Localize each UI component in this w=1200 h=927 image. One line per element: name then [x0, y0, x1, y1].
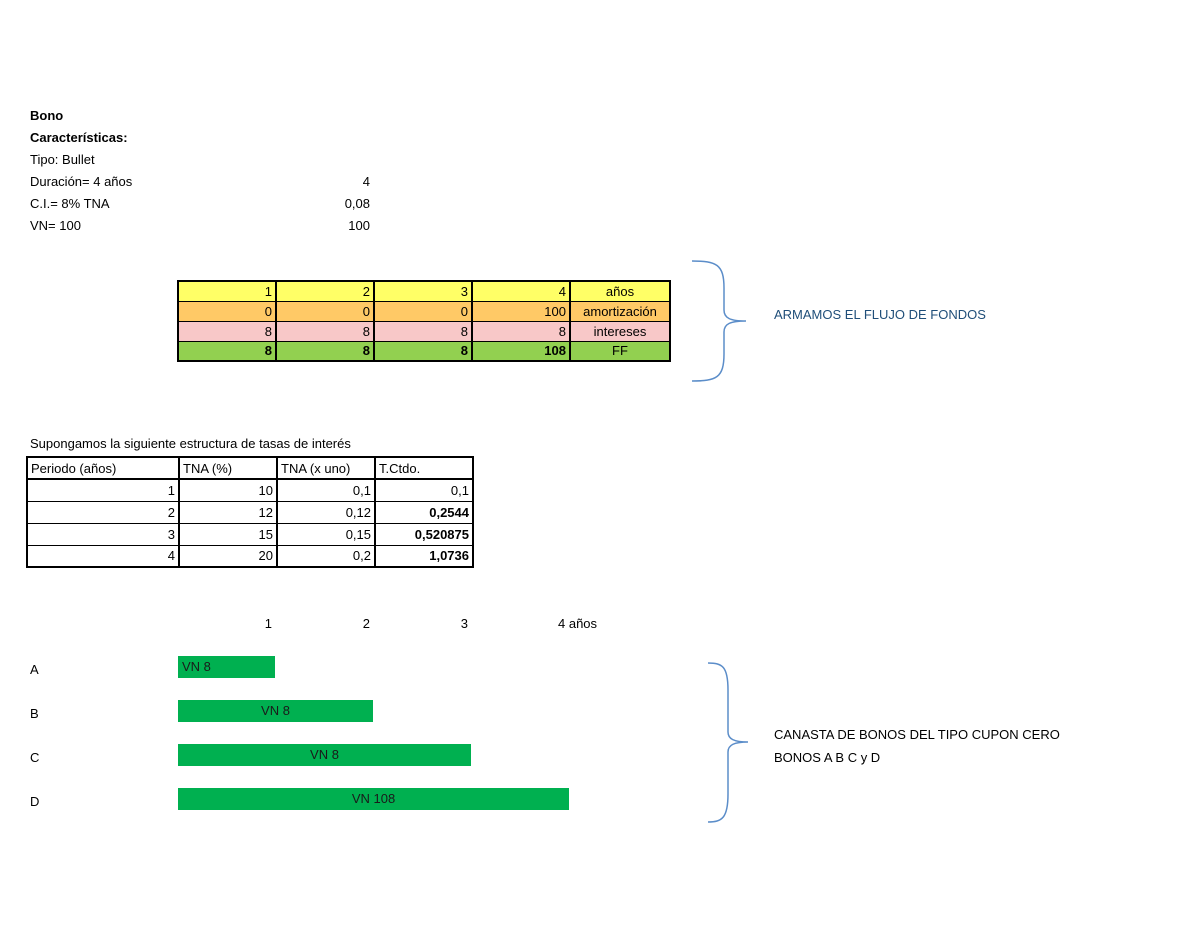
flujo-note: ARMAMOS EL FLUJO DE FONDOS: [774, 307, 986, 322]
vn-label: VN= 100: [30, 218, 81, 233]
axis-label-2: 2: [362, 616, 370, 631]
table-row: 2 12 0,12 0,2544: [26, 500, 474, 524]
table-row: 4 20 0,2 1,0736: [26, 544, 474, 568]
ci-label: C.I.= 8% TNA: [30, 196, 110, 211]
tasas-cell: 3: [26, 522, 180, 546]
table-row: 1 10 0,1 0,1: [26, 478, 474, 502]
bond-bar-a: VN 8: [178, 656, 275, 678]
tasas-cell: 20: [178, 544, 278, 568]
flujo-cell: 8: [373, 320, 473, 342]
tipo-label: Tipo: Bullet: [30, 152, 95, 167]
flujo-cell: 0: [177, 300, 277, 322]
tasas-cell: 0,1: [276, 478, 376, 502]
flujo-table: 1 2 3 4 años 0 0 0 100 amortización 8 8 …: [177, 280, 671, 362]
flujo-cell: 8: [177, 320, 277, 342]
canasta-note-line2: BONOS A B C y D: [774, 750, 881, 765]
bond-name-a: A: [30, 662, 39, 677]
flujo-cell: 0: [373, 300, 473, 322]
duracion-label: Duración= 4 años: [30, 174, 133, 189]
table-row: 3 15 0,15 0,520875: [26, 522, 474, 546]
flujo-row-label: FF: [569, 340, 671, 362]
flujo-cell: 8: [471, 320, 571, 342]
tasas-title: Supongamos la siguiente estructura de ta…: [30, 436, 351, 451]
axis-label-1: 1: [264, 616, 272, 631]
flujo-row-anos: 1 2 3 4 años: [177, 280, 671, 302]
axis-label-3: 3: [460, 616, 468, 631]
tasas-cell: 2: [26, 500, 180, 524]
bond-bar-b: VN 8: [178, 700, 373, 722]
bond-name-b: B: [30, 706, 39, 721]
flujo-cell: 0: [275, 300, 375, 322]
flujo-row-label: intereses: [569, 320, 671, 342]
bond-bar-c: VN 8: [178, 744, 471, 766]
bond-name-d: D: [30, 794, 40, 809]
tasas-header-row: Periodo (años) TNA (%) TNA (x uno) T.Ctd…: [26, 456, 474, 480]
duracion-value: 4: [362, 174, 370, 189]
tasas-cell: 0,2544: [374, 500, 474, 524]
tasas-cell: 0,15: [276, 522, 376, 546]
tasas-cell: 4: [26, 544, 180, 568]
bond-bar-d: VN 108: [178, 788, 569, 810]
flujo-cell: 100: [471, 300, 571, 322]
tasas-cell: 1: [26, 478, 180, 502]
flujo-cell: 3: [373, 280, 473, 302]
tasas-header: TNA (x uno): [276, 456, 376, 480]
flujo-row-label: amortización: [569, 300, 671, 322]
tasas-cell: 0,520875: [374, 522, 474, 546]
flujo-cell: 1: [177, 280, 277, 302]
flujo-cell: 8: [275, 320, 375, 342]
tasas-cell: 0,1: [374, 478, 474, 502]
tasas-cell: 10: [178, 478, 278, 502]
flujo-cell: 8: [275, 340, 375, 362]
tasas-cell: 0,2: [276, 544, 376, 568]
tasas-cell: 0,12: [276, 500, 376, 524]
flujo-cell: 8: [373, 340, 473, 362]
flujo-cell: 4: [471, 280, 571, 302]
canasta-note-line1: CANASTA DE BONOS DEL TIPO CUPON CERO: [774, 727, 1060, 742]
tasas-cell: 12: [178, 500, 278, 524]
flujo-row-amortizacion: 0 0 0 100 amortización: [177, 300, 671, 322]
tasas-table: Periodo (años) TNA (%) TNA (x uno) T.Ctd…: [26, 456, 474, 568]
bono-title: Bono: [30, 108, 64, 123]
tasas-cell: 15: [178, 522, 278, 546]
flujo-cell: 108: [471, 340, 571, 362]
tasas-header: T.Ctdo.: [374, 456, 474, 480]
ci-value: 0,08: [344, 196, 370, 211]
tasas-header: TNA (%): [178, 456, 278, 480]
flujo-cell: 2: [275, 280, 375, 302]
brace-icon: [707, 662, 749, 823]
flujo-row-label: años: [569, 280, 671, 302]
axis-label-4: 4 años: [558, 616, 598, 631]
flujo-row-ff: 8 8 8 108 FF: [177, 340, 671, 362]
caracteristicas-label: Características:: [30, 130, 128, 145]
brace-icon: [691, 260, 747, 382]
vn-value: 100: [348, 218, 370, 233]
flujo-cell: 8: [177, 340, 277, 362]
tasas-header: Periodo (años): [26, 456, 180, 480]
bond-name-c: C: [30, 750, 40, 765]
flujo-row-intereses: 8 8 8 8 intereses: [177, 320, 671, 342]
tasas-cell: 1,0736: [374, 544, 474, 568]
